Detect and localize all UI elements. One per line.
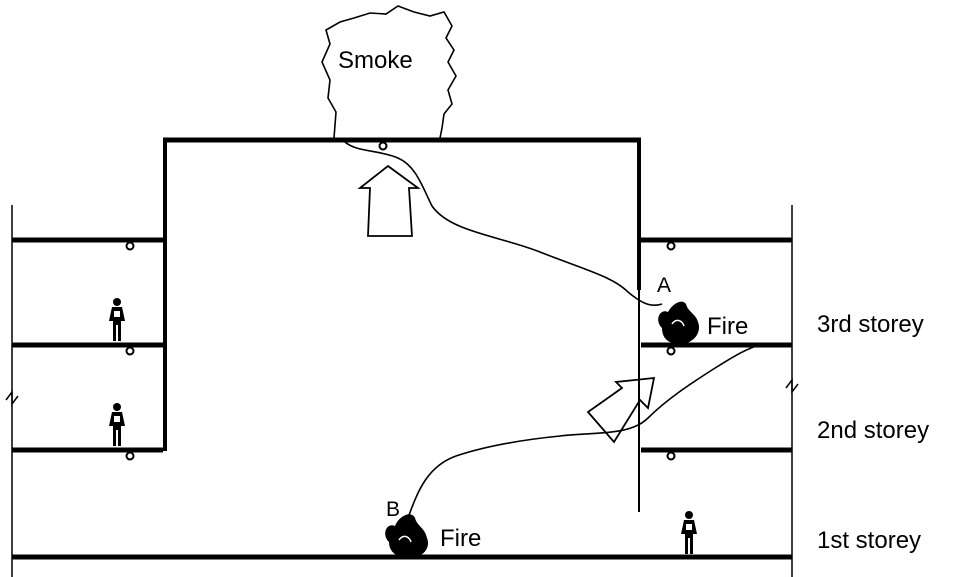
smoke-detector-icon	[125, 141, 676, 461]
left-wall-break	[5, 389, 19, 407]
fire-a-letter: A	[657, 274, 671, 297]
smoke-trail-a	[344, 141, 663, 307]
fire-a-label: Fire	[707, 313, 748, 340]
fire-b-letter: B	[386, 498, 400, 521]
up-arrow-icon	[357, 164, 421, 237]
person-icon	[109, 298, 125, 341]
person-icon	[681, 511, 697, 554]
flame-icon	[658, 301, 700, 344]
storey-label-3rd: 3rd storey	[817, 311, 924, 338]
person-icon	[109, 403, 125, 446]
smoke-cloud	[321, 5, 457, 139]
smoke-label: Smoke	[338, 47, 413, 74]
fire-b-label: Fire	[440, 525, 481, 552]
smoke-trail-b	[407, 345, 757, 519]
diagonal-arrow-icon	[586, 376, 656, 444]
storey-label-2nd: 2nd storey	[817, 417, 929, 444]
storey-label-1st: 1st storey	[817, 527, 921, 554]
flame-icon	[385, 514, 429, 558]
right-wall-break	[785, 377, 799, 395]
